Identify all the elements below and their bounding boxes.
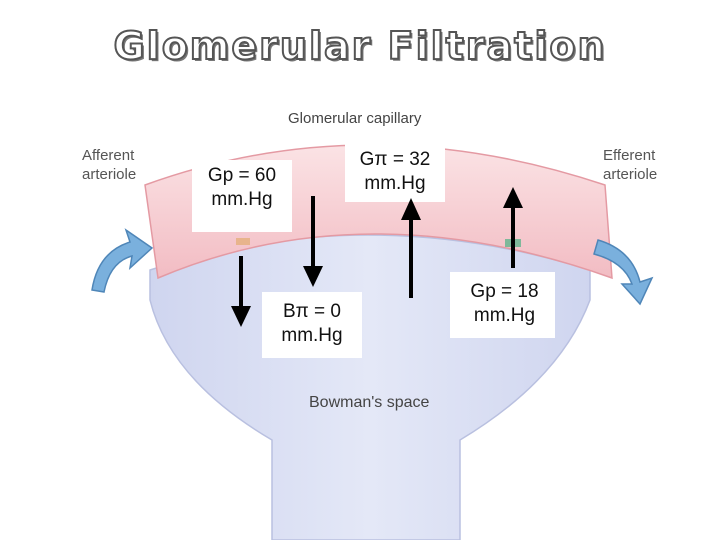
bowmans-space-label: Bowman's space <box>309 394 430 411</box>
gp-afferent-pressure-label: Gp = 60 mm.Hg <box>207 165 277 210</box>
label-bg-b-pi <box>262 292 362 358</box>
efferent-flow-arrow <box>593 239 654 306</box>
wall-marker-left <box>236 238 250 245</box>
page-title: Glomerular Filtration <box>112 23 607 69</box>
pressure-arrow-gp-efferent-up <box>503 187 523 268</box>
b-pi-pressure-label: Bπ = 0 mm.Hg <box>281 301 343 346</box>
label-bg-g-pi <box>345 140 445 202</box>
pressure-arrow-g-pi-up <box>401 198 421 298</box>
label-bg-gp-efferent <box>450 272 555 338</box>
afferent-arteriole-label: Afferent arteriole <box>82 147 137 183</box>
gp-efferent-pressure-label: Gp = 18 mm.Hg <box>470 281 539 326</box>
label-bg-gp-afferent <box>192 160 292 232</box>
pressure-arrow-gp-down <box>303 196 323 287</box>
glomerular-capillary-label: Glomerular capillary <box>288 110 422 127</box>
g-pi-pressure-label: Gπ = 32 mm.Hg <box>359 149 431 194</box>
pressure-arrow-gp-afferent-down <box>231 256 251 327</box>
afferent-flow-arrow <box>91 228 154 293</box>
efferent-arteriole-label: Efferent arteriole <box>603 147 658 183</box>
